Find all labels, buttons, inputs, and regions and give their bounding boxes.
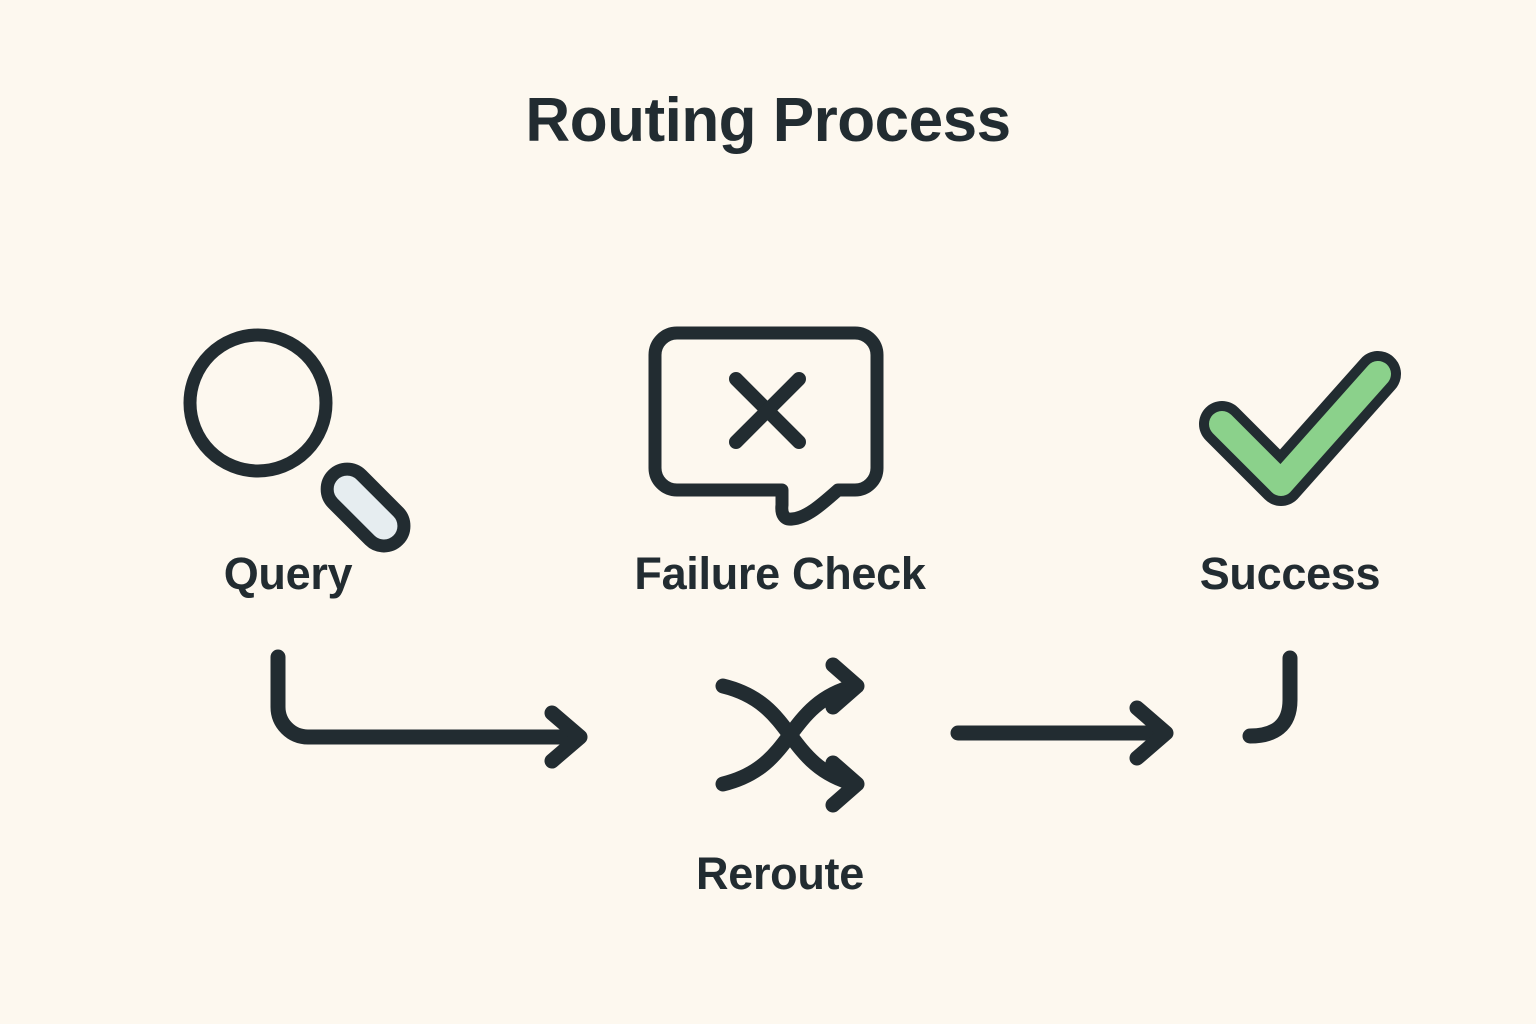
magnifier-handle [320,462,411,553]
magnifying-glass-icon [183,328,411,553]
node-label-query: Query [223,548,353,599]
elbow-arrow-shaft [270,649,578,745]
magnifier-lens [183,328,333,478]
elbow-arrow-head [544,705,588,769]
speech-bubble-outline [648,326,884,526]
connector-success-hook [1242,650,1298,744]
node-label-reroute: Reroute [696,848,864,899]
shuffle-arrows-icon [715,657,865,813]
shuffle-path-up [715,678,863,792]
straight-arrow-head [1129,700,1174,766]
connector-reroute-to-success [950,700,1174,766]
shuffle-arrowhead-bottom [825,755,865,813]
x-mark-stroke-2 [729,372,806,449]
checkmark-fill [1209,361,1391,496]
connector-query-to-reroute [270,649,588,769]
hook-curve [1242,650,1298,744]
node-label-success: Success [1199,548,1381,599]
page-title: Routing Process [525,86,1011,155]
node-label-failure-check: Failure Check [634,548,926,599]
shuffle-arrowhead-top [825,657,865,715]
green-checkmark-icon [1199,351,1401,506]
speech-bubble-x-icon [648,326,884,526]
